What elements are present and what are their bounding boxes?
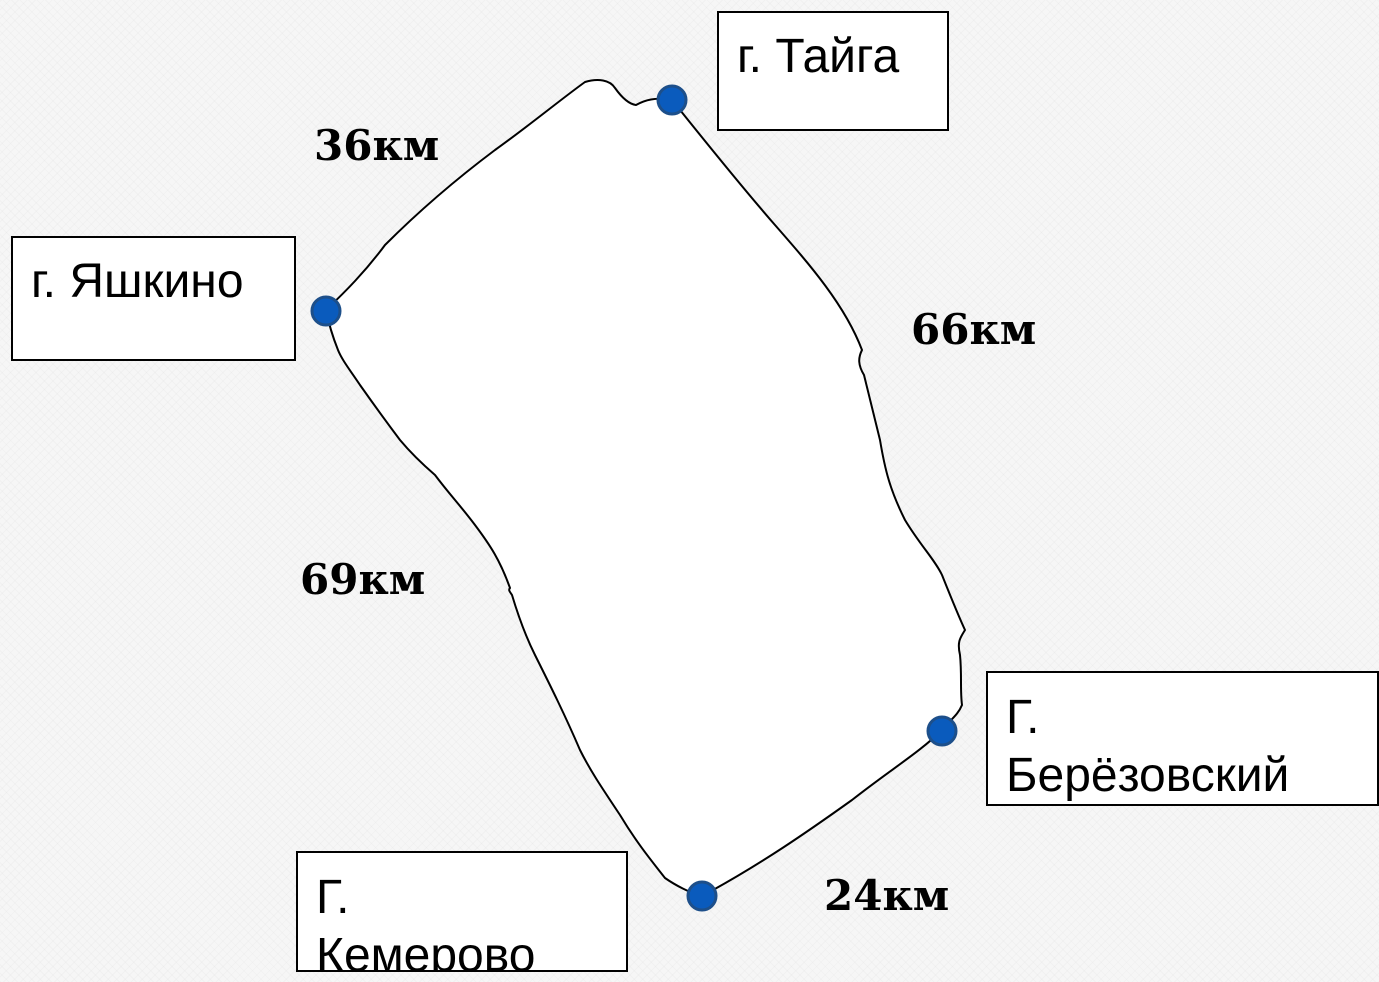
distance-yashkino-kemerovo: 69км — [300, 555, 426, 604]
distance-kemerovo-berezovsky: 24км — [824, 871, 950, 920]
distance-taiga-berezovsky: 66км — [911, 305, 1037, 354]
distance-yashkino-taiga: 36км — [314, 121, 440, 170]
kemerovo-marker — [686, 880, 718, 912]
taiga-marker — [656, 84, 688, 116]
yashkino-label: г. Яшкино — [31, 255, 244, 308]
berezovsky-label: Г. Берёзовский — [1006, 691, 1290, 802]
kemerovo-label-box: Г. Кемерово — [296, 851, 628, 972]
yashkino-marker — [310, 295, 342, 327]
route-loop — [325, 79, 966, 897]
taiga-label-box: г. Тайга — [717, 11, 949, 131]
berezovsky-label-box: Г. Берёзовский — [986, 671, 1379, 806]
kemerovo-label: Г. Кемерово — [316, 871, 536, 972]
taiga-label: г. Тайга — [737, 30, 900, 83]
berezovsky-marker — [926, 715, 958, 747]
yashkino-label-box: г. Яшкино — [11, 236, 296, 361]
